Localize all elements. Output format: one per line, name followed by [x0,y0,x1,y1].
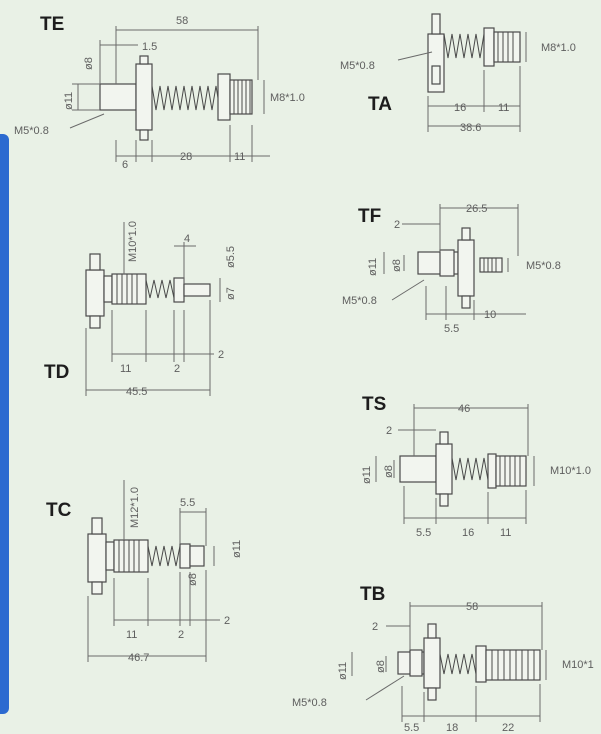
tc-dim-thread: M12*1.0 [129,487,141,528]
ts-dim-11: 11 [500,527,511,539]
td-dim-11: 11 [120,363,131,375]
tc-dim-2b: 2 [224,615,230,627]
tb-dim-overall: 58 [466,601,478,613]
diagram-td: TD M10*1.0 4 ø5.5 ø7 11 2 [44,221,237,398]
te-dim-6: 6 [122,159,128,171]
tb-dim-dia8: ø8 [375,660,387,673]
tb-dim-dia11: ø11 [337,662,349,680]
label-te: TE [40,14,64,35]
tb-dim-port: M5*0.8 [292,697,327,709]
ta-dim-11: 11 [498,102,509,114]
td-dim-thread: M10*1.0 [127,221,139,262]
side-accent-bar [0,134,9,714]
te-dim-gap: 1.5 [142,41,157,53]
te-dim-11: 11 [234,151,245,163]
label-tb: TB [360,584,385,605]
ta-dim-overall: 38.6 [460,122,481,134]
ts-dim-dia8: ø8 [383,465,395,478]
td-dim-dia7: ø7 [225,287,237,300]
te-dim-thread: M8*1.0 [270,92,305,104]
tf-dim-10: 10 [484,309,496,321]
te-dim-port: M5*0.8 [14,125,49,137]
tf-dim-thread: M5*0.8 [526,260,561,272]
diagram-te: TE 58 1.5 ø8 ø11 M8*1.0 [14,14,305,171]
ts-dim-overall: 46 [458,403,470,415]
tc-dim-overall: 46.7 [128,652,149,664]
diagram-tb: TB 58 2 ø11 ø8 M10*1 M5*0.8 [292,584,594,734]
ta-dim-16: 16 [454,102,466,114]
td-dim-overall: 45.5 [126,386,147,398]
label-ts: TS [362,394,386,415]
tf-dim-dia8: ø8 [391,259,403,272]
ta-dim-port: M5*0.8 [340,60,375,72]
tc-dim-2a: 2 [178,629,184,641]
te-dim-overall: 58 [176,15,188,27]
tb-dim-thread: M10*1 [562,659,594,671]
tc-dim-dia11: ø11 [231,540,243,558]
ts-dim-55: 5.5 [416,527,431,539]
td-dim-2b: 2 [218,349,224,361]
label-tf: TF [358,206,381,227]
tf-dim-2: 2 [394,219,400,231]
diagram-tf: TF 26.5 2 ø11 ø8 M5*0.8 M5*0.8 [342,203,561,335]
td-dim-2a: 2 [174,363,180,375]
td-dim-4: 4 [184,233,190,245]
tc-dim-dia8: ø8 [187,573,199,586]
te-dim-dia11: ø11 [63,92,75,110]
ts-dim-dia11: ø11 [361,466,373,484]
tb-dim-55: 5.5 [404,722,419,734]
label-tc: TC [46,500,72,521]
te-dim-28: 28 [180,151,192,163]
tc-dim-11: 11 [126,629,137,641]
tf-dim-port: M5*0.8 [342,295,377,307]
ta-dim-thread: M8*1.0 [541,42,576,54]
diagram-ta: TA M8*1.0 M5*0.8 16 11 38.6 [340,13,576,134]
tf-dim-overall: 26.5 [466,203,487,215]
ts-dim-2: 2 [386,425,392,437]
tf-dim-dia11: ø11 [367,258,379,276]
tb-dim-18: 18 [446,722,458,734]
tf-dim-55: 5.5 [444,323,459,335]
diagram-tc: TC M12*1.0 5.5 ø11 ø8 11 [46,480,243,664]
te-dim-dia8: ø8 [83,57,95,70]
label-ta: TA [368,94,392,115]
label-td: TD [44,362,69,383]
tb-dim-2: 2 [372,621,378,633]
ts-dim-16: 16 [462,527,474,539]
ts-dim-thread: M10*1.0 [550,465,591,477]
tb-dim-22: 22 [502,722,514,734]
diagram-ts: TS 46 2 ø11 ø8 M10*1.0 5 [361,394,591,539]
td-dim-dia55: ø5.5 [225,246,237,268]
tc-dim-55: 5.5 [180,497,195,509]
